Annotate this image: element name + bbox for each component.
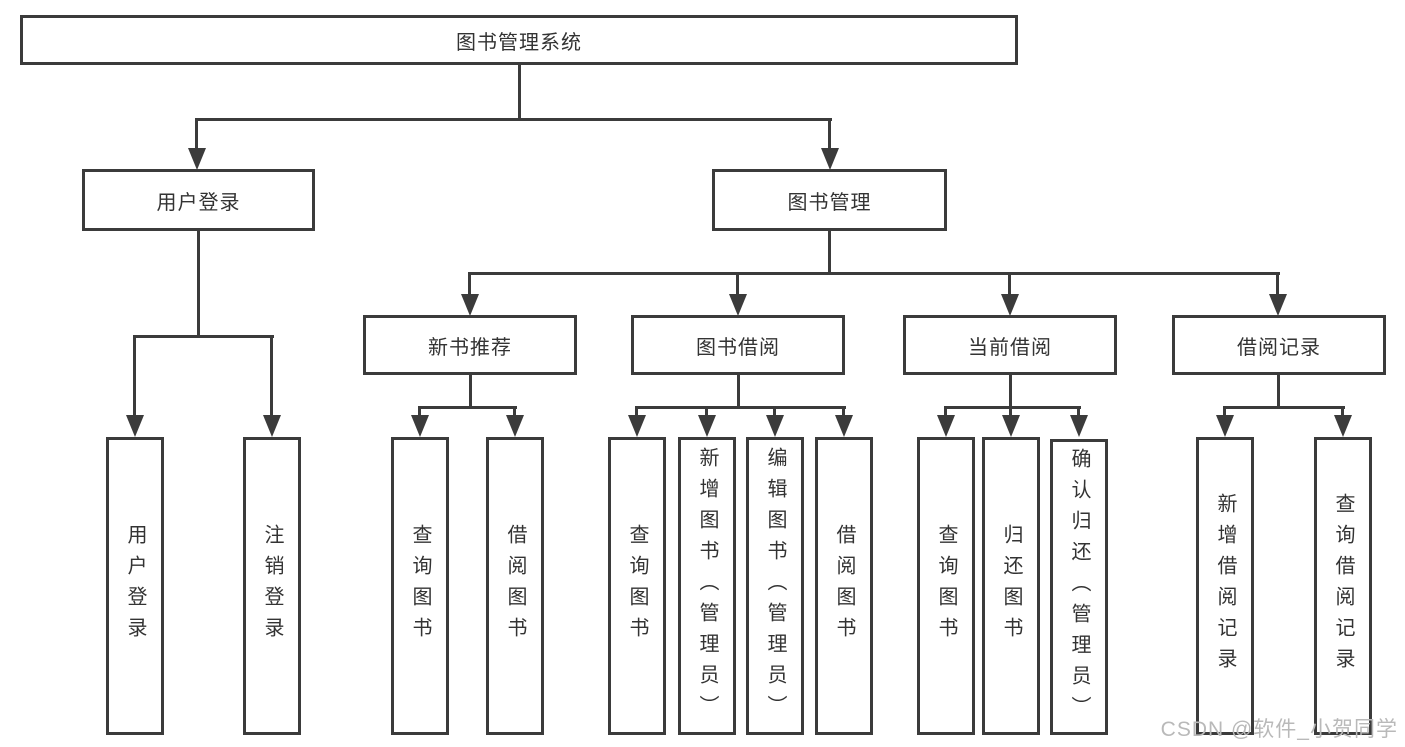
node-book-borrow: 图书借阅: [631, 315, 845, 375]
leaf-add-books-admin: 新增图书（管理员）: [678, 437, 736, 735]
leaf-borrow-books-recommend-label: 借阅图书: [504, 524, 526, 648]
leaf-query-books-borrow: 查询图书: [608, 437, 666, 735]
node-book-borrow-label: 图书借阅: [696, 336, 780, 359]
leaf-query-books-recommend: 查询图书: [391, 437, 449, 735]
connector-root-bar: [196, 118, 832, 121]
arrow-to-leaf-query-borrow-record: [1334, 406, 1352, 437]
node-user-login: 用户登录: [82, 169, 315, 231]
arrow-to-current-borrow: [1001, 272, 1019, 316]
leaf-add-borrow-record-label: 新增借阅记录: [1214, 493, 1236, 679]
connector-borrow-records-stem: [1277, 373, 1280, 409]
arrow-to-leaf-query-books-recommend: [411, 406, 429, 437]
arrow-to-book-management: [821, 118, 839, 170]
connector-current-borrow-bar: [944, 406, 1081, 409]
arrow-to-new-book-recommend: [461, 272, 479, 316]
arrow-to-leaf-borrow-books: [835, 406, 853, 437]
leaf-query-books-current: 查询图书: [917, 437, 975, 735]
leaf-query-books-recommend-label: 查询图书: [409, 524, 431, 648]
node-root: 图书管理系统: [20, 15, 1018, 65]
leaf-query-borrow-record: 查询借阅记录: [1314, 437, 1372, 735]
connector-book-management-stem: [828, 229, 831, 275]
connector-book-borrow-bar: [635, 406, 846, 409]
node-new-book-recommend-label: 新书推荐: [428, 336, 512, 359]
leaf-logout: 注销登录: [243, 437, 301, 735]
leaf-add-borrow-record: 新增借阅记录: [1196, 437, 1254, 735]
arrow-to-leaf-confirm-return-admin: [1070, 406, 1088, 437]
connector-user-login-stem: [197, 229, 200, 337]
leaf-confirm-return-admin: 确认归还（管理员）: [1050, 439, 1108, 735]
arrow-to-leaf-return-books: [1002, 406, 1020, 437]
arrow-to-leaf-borrow-books-recommend: [506, 406, 524, 437]
node-user-login-label: 用户登录: [156, 191, 241, 214]
leaf-query-books-current-label: 查询图书: [935, 524, 957, 648]
node-current-borrow: 当前借阅: [903, 315, 1117, 375]
node-root-label: 图书管理系统: [456, 31, 582, 54]
arrow-to-borrow-records: [1269, 272, 1287, 316]
leaf-return-books-label: 归还图书: [1000, 524, 1022, 648]
connector-book-management-bar: [468, 272, 1280, 275]
leaf-borrow-books: 借阅图书: [815, 437, 873, 735]
node-borrow-records: 借阅记录: [1172, 315, 1386, 375]
arrow-to-leaf-query-books-borrow: [628, 406, 646, 437]
leaf-user-login-label: 用户登录: [124, 524, 146, 648]
arrow-to-user-login: [188, 118, 206, 170]
leaf-return-books: 归还图书: [982, 437, 1040, 735]
leaf-borrow-books-label: 借阅图书: [833, 524, 855, 648]
arrow-to-leaf-user-login: [126, 335, 144, 437]
arrow-to-leaf-add-borrow-record: [1216, 406, 1234, 437]
connector-new-book-recommend-stem: [469, 373, 472, 409]
arrow-to-leaf-query-books-current: [937, 406, 955, 437]
leaf-borrow-books-recommend: 借阅图书: [486, 437, 544, 735]
leaf-query-books-borrow-label: 查询图书: [626, 524, 648, 648]
leaf-add-books-admin-label: 新增图书（管理员）: [696, 446, 718, 726]
node-new-book-recommend: 新书推荐: [363, 315, 577, 375]
leaf-logout-label: 注销登录: [261, 524, 283, 648]
arrow-to-leaf-edit-books-admin: [766, 406, 784, 437]
csdn-watermark: CSDN @软件_小贺同学: [1160, 718, 1398, 741]
leaf-edit-books-admin-label: 编辑图书（管理员）: [764, 446, 786, 726]
node-book-management-label: 图书管理: [787, 191, 872, 214]
node-book-management: 图书管理: [712, 169, 947, 231]
connector-root-stem: [518, 63, 521, 121]
leaf-confirm-return-admin-label: 确认归还（管理员）: [1068, 447, 1090, 727]
connector-borrow-records-bar: [1223, 406, 1345, 409]
arrow-to-leaf-logout: [263, 335, 281, 437]
connector-user-login-bar: [133, 335, 274, 338]
leaf-query-borrow-record-label: 查询借阅记录: [1332, 493, 1354, 679]
arrow-to-book-borrow: [729, 272, 747, 316]
leaf-edit-books-admin: 编辑图书（管理员）: [746, 437, 804, 735]
node-current-borrow-label: 当前借阅: [968, 336, 1052, 359]
connector-new-book-recommend-bar: [419, 406, 517, 409]
leaf-user-login: 用户登录: [106, 437, 164, 735]
arrow-to-leaf-add-books-admin: [698, 406, 716, 437]
node-borrow-records-label: 借阅记录: [1237, 336, 1321, 359]
connector-current-borrow-stem: [1009, 373, 1012, 409]
connector-book-borrow-stem: [737, 373, 740, 409]
